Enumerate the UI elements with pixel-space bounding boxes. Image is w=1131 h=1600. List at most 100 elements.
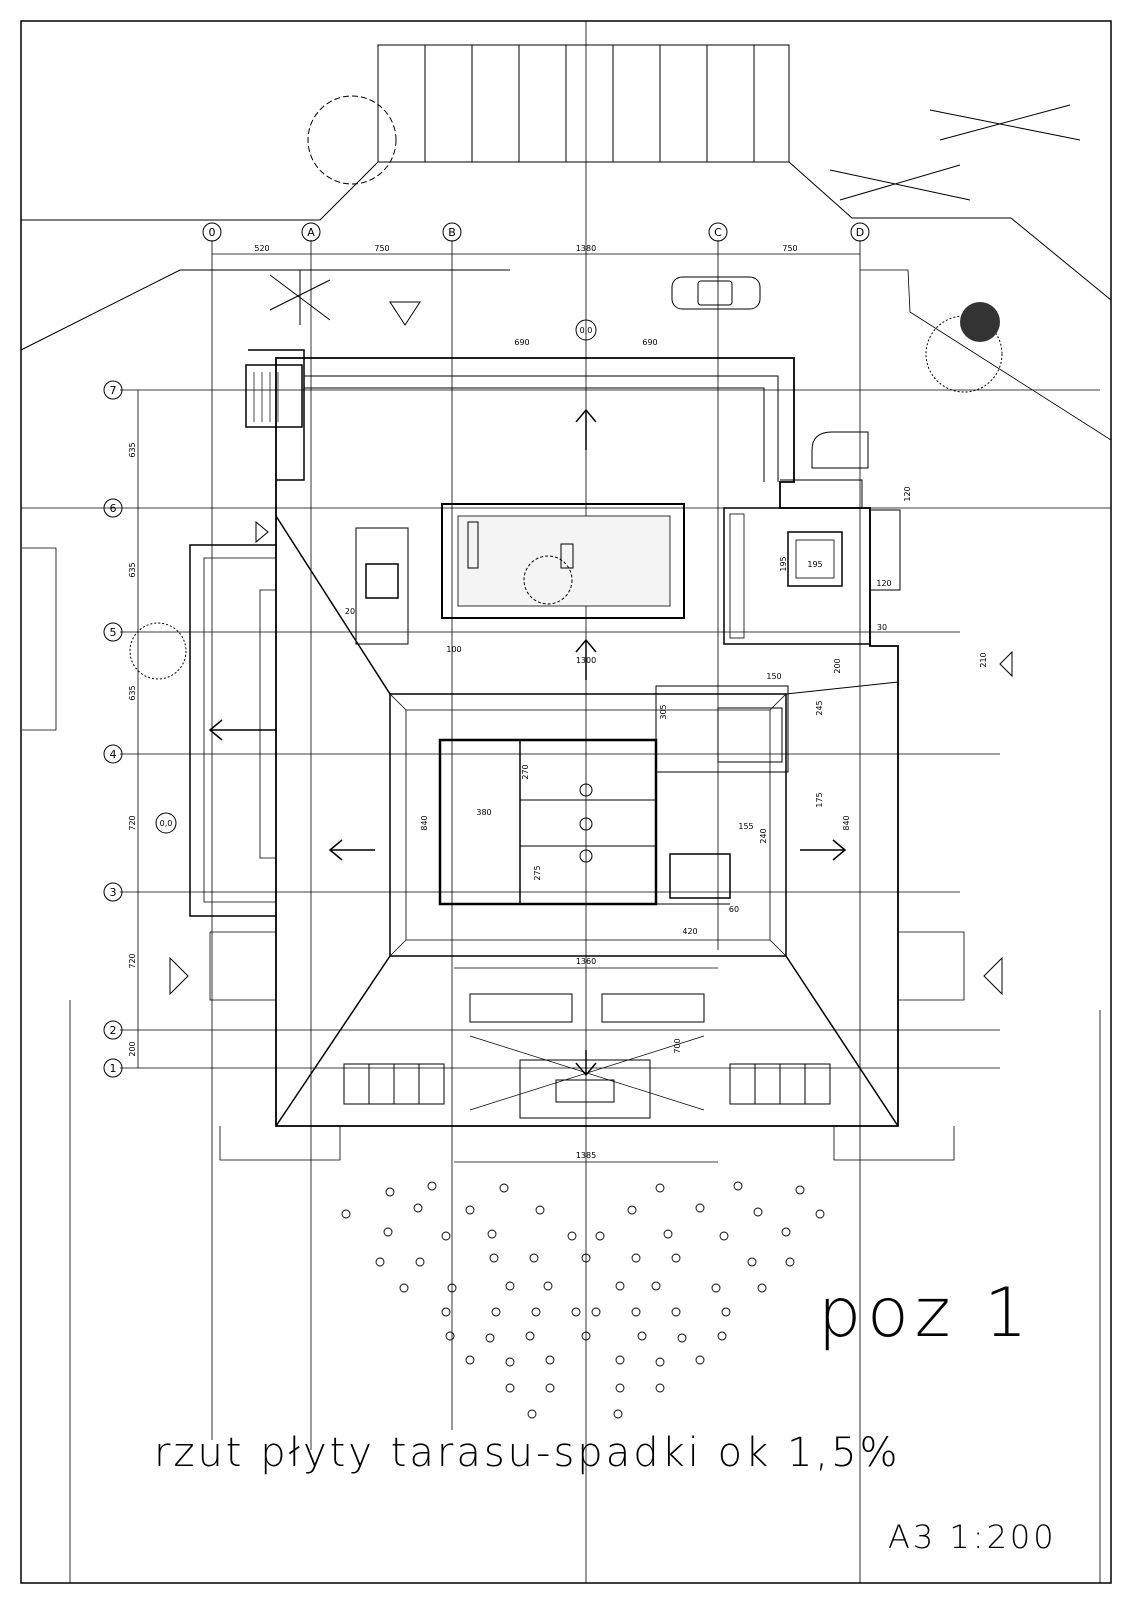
seat-dot	[385, 1187, 395, 1197]
slope-arrows	[208, 408, 847, 1077]
axis-bubble-c	[708, 222, 728, 242]
seat-dot	[441, 1231, 451, 1241]
seat-dot	[581, 1253, 591, 1263]
sheet-scale: A3 1:200	[888, 1518, 1057, 1556]
courtyard-planter	[441, 503, 685, 619]
dim-label: 120	[903, 486, 912, 501]
dim-label: 1300	[576, 656, 596, 665]
neighbour-building	[898, 931, 965, 1001]
dim-label: 200	[128, 1041, 137, 1056]
drawing-caption: rzut płyty tarasu-spadki ok 1,5%	[154, 1430, 901, 1476]
site-boundary	[860, 269, 1112, 441]
seat-dot	[595, 1231, 605, 1241]
seat-dot	[571, 1307, 581, 1317]
seat-dot	[637, 1331, 647, 1341]
level-mark: 0,0	[580, 326, 593, 335]
seat-dot	[719, 1231, 729, 1241]
dim-label: 195	[779, 556, 788, 571]
seat-dot	[655, 1383, 665, 1393]
axis-label-2: 2	[110, 1024, 117, 1037]
axis-bubble-4	[103, 744, 123, 764]
seat-dot	[663, 1229, 673, 1239]
axis-bubble-6	[103, 498, 123, 518]
axis-label-c: C	[714, 226, 722, 239]
core-rooms	[438, 685, 789, 906]
outdoor-seat-dots	[341, 1181, 825, 1419]
axis-bubble-b	[442, 222, 462, 242]
dim-label: 210	[979, 652, 988, 667]
seat-dot	[631, 1307, 641, 1317]
dim-label: 720	[128, 815, 137, 830]
seat-dot	[505, 1383, 515, 1393]
dim-label: 30	[877, 623, 887, 632]
right-stair-tower	[723, 479, 901, 645]
dim-label: 305	[659, 704, 668, 719]
seat-dot	[671, 1307, 681, 1317]
seat-dot	[711, 1283, 721, 1293]
axis-label-6: 6	[110, 502, 117, 515]
neighbour-building	[219, 1126, 341, 1161]
hedge-shape	[811, 431, 869, 469]
seat-dot	[543, 1281, 553, 1291]
seat-dot	[753, 1207, 763, 1217]
seat-dot	[491, 1307, 501, 1317]
entry-triangle	[389, 301, 421, 326]
dim-label: 750	[782, 244, 797, 253]
top-dimension-labels: 520 750 1380 750 690 690	[254, 244, 797, 347]
dim-label: 635	[128, 562, 137, 577]
seat-dot	[545, 1355, 555, 1365]
seat-dot	[695, 1203, 705, 1213]
seat-dot	[499, 1183, 509, 1193]
seat-dot	[445, 1331, 455, 1341]
left-dimension-labels: 635 635 635 720 720 200	[128, 442, 137, 1056]
axis-label-4: 4	[110, 748, 117, 761]
dim-label: 155	[738, 822, 753, 831]
seat-dot	[441, 1307, 451, 1317]
axis-bubble-3	[103, 882, 123, 902]
dim-label: 200	[833, 658, 842, 673]
seat-dot	[747, 1257, 757, 1267]
dim-label: 240	[759, 828, 768, 843]
entry-triangle	[983, 956, 1003, 996]
dim-label: 1360	[576, 957, 596, 966]
seat-dot	[529, 1253, 539, 1263]
seat-dot	[531, 1307, 541, 1317]
axis-bubble-7	[103, 380, 123, 400]
entry-triangle	[169, 956, 189, 996]
seat-dot	[415, 1257, 425, 1267]
seat-dot	[535, 1205, 545, 1215]
seat-dot	[399, 1283, 409, 1293]
plan-dimension-labels: 1300 100 380 840 840 275 270 420 1360 13…	[345, 486, 988, 1160]
seat-dot	[717, 1331, 727, 1341]
axis-bubble-1	[103, 1058, 123, 1078]
entry-triangle	[999, 650, 1013, 678]
sheet-border	[20, 20, 1112, 1584]
axis-bubble-d	[850, 222, 870, 242]
seat-dot	[545, 1383, 555, 1393]
seat-dot	[383, 1227, 393, 1237]
seat-dot	[721, 1307, 731, 1317]
tree-icon	[307, 95, 397, 185]
dim-label: 1385	[576, 1151, 596, 1160]
terrace-slab	[275, 357, 899, 1127]
axis-label-b: B	[448, 226, 456, 239]
dim-label: 720	[128, 953, 137, 968]
dim-label: 100	[446, 645, 461, 654]
seat-dot	[655, 1183, 665, 1193]
level-mark: 0,0	[160, 819, 173, 828]
dim-label: 275	[533, 865, 542, 880]
axis-label-0: 0	[209, 226, 216, 239]
seat-dot	[581, 1331, 591, 1341]
seat-dot	[757, 1283, 767, 1293]
drawing-number: poz 1	[818, 1274, 1033, 1353]
dim-label: 270	[521, 764, 530, 779]
seat-dot	[615, 1383, 625, 1393]
dim-label: 20	[345, 607, 355, 616]
axis-label-1: 1	[110, 1062, 117, 1075]
seat-dot	[527, 1409, 537, 1419]
seat-dot	[671, 1253, 681, 1263]
seat-dot	[489, 1253, 499, 1263]
dim-label: 150	[766, 672, 781, 681]
dim-label: 420	[682, 927, 697, 936]
